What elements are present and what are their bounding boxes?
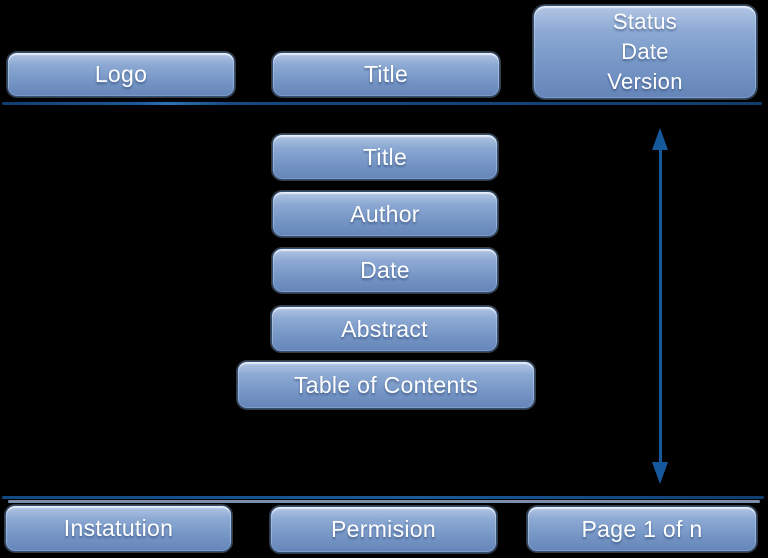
institution-label: Instatution: [63, 515, 174, 541]
page-number-label: Page 1 of n: [581, 515, 703, 542]
date-box: Date: [272, 248, 498, 293]
header-title-label: Title: [363, 61, 409, 87]
abstract-box: Abstract: [271, 306, 498, 352]
institution-box: Instatution: [5, 505, 232, 552]
arrow-up-head-icon: [652, 128, 668, 150]
status-label: Status: [612, 9, 678, 34]
table-of-contents-box: Table of Contents: [237, 361, 535, 409]
vertical-double-arrow: [652, 128, 669, 484]
footer-divider-line: [2, 496, 764, 499]
header-divider-line: [2, 102, 762, 105]
permission-box: Permision: [270, 506, 497, 553]
abstract-label: Abstract: [341, 315, 428, 342]
logo-box: Logo: [7, 52, 235, 97]
table-of-contents-label: Table of Contents: [293, 371, 479, 398]
permission-label: Permision: [331, 516, 436, 542]
document-title-box: Title: [272, 134, 498, 180]
arrow-stem: [659, 148, 662, 464]
arrow-down-head-icon: [652, 462, 668, 484]
logo-label: Logo: [94, 61, 148, 87]
version-label: Version: [607, 69, 683, 94]
footer-divider-highlight: [8, 500, 760, 503]
status-date-version-box: Status Date Version: [533, 5, 757, 99]
date-box-label: Date: [360, 257, 410, 283]
document-title-label: Title: [362, 143, 408, 170]
page-number-box: Page 1 of n: [527, 506, 757, 552]
date-label: Date: [621, 39, 669, 64]
author-box: Author: [272, 191, 498, 237]
header-title-box: Title: [272, 52, 500, 97]
author-label: Author: [350, 200, 420, 227]
